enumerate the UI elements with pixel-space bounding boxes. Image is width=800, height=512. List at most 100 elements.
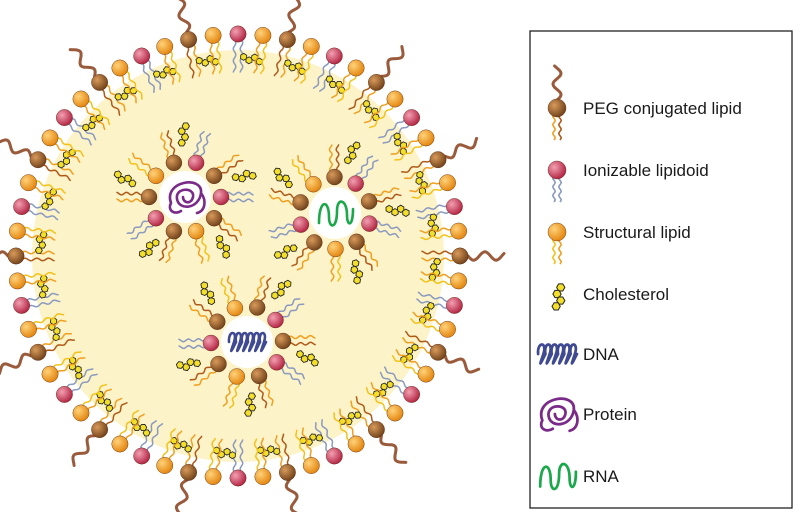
peg-chain bbox=[0, 138, 33, 158]
inner-micelle-protein bbox=[113, 122, 257, 264]
cholesterol bbox=[273, 244, 298, 259]
peg-lipid bbox=[348, 45, 405, 115]
peg-lipid bbox=[71, 397, 128, 467]
peg-lipid bbox=[0, 332, 76, 375]
cholesterol bbox=[273, 167, 293, 189]
legend-item-peg: PEG conjugated lipid bbox=[547, 64, 742, 141]
ionizable-lipid bbox=[314, 418, 343, 465]
ionizable-lipid bbox=[13, 198, 60, 221]
peg-chain bbox=[443, 354, 481, 374]
peg-lipid bbox=[0, 138, 74, 182]
cholesterol bbox=[338, 411, 362, 426]
peg-chain bbox=[0, 352, 33, 375]
cholesterol-icon bbox=[551, 283, 566, 311]
peg-lipid bbox=[348, 233, 379, 271]
peg-chain bbox=[284, 478, 299, 512]
structural-lipid bbox=[390, 129, 435, 161]
cholesterol bbox=[41, 188, 58, 210]
peg-lipid bbox=[421, 247, 506, 265]
peg-lipid bbox=[249, 275, 272, 316]
ionizable-lipid bbox=[361, 215, 402, 239]
legend-item-structural: Structural lipid bbox=[547, 222, 691, 265]
legend-label: Ionizable lipidoid bbox=[583, 161, 709, 180]
ionizable-lipid bbox=[133, 420, 164, 465]
structural-lipid bbox=[364, 90, 404, 129]
structural-lipid-icon bbox=[547, 222, 567, 265]
peg-chain bbox=[287, 0, 302, 34]
legend-label: Structural lipid bbox=[583, 223, 691, 242]
peg-chain bbox=[174, 478, 189, 512]
peg-lipid bbox=[174, 434, 203, 512]
cholesterol bbox=[551, 283, 566, 311]
ionizable-lipid bbox=[229, 25, 247, 73]
cholesterol bbox=[385, 204, 410, 217]
dna-cargo bbox=[536, 343, 579, 365]
ionizable-lipid bbox=[13, 292, 61, 314]
legend-label: Protein bbox=[583, 405, 637, 424]
peg-lipid bbox=[116, 188, 158, 206]
lipid-nanoparticle bbox=[0, 0, 506, 512]
protein-icon bbox=[539, 397, 579, 433]
cholesterol bbox=[215, 234, 231, 259]
legend-label: DNA bbox=[583, 345, 620, 364]
peg-lipid bbox=[0, 247, 55, 265]
cholesterol bbox=[113, 170, 137, 188]
peg-lipid bbox=[177, 0, 202, 79]
structural-lipid bbox=[419, 222, 467, 241]
structural-lipid bbox=[187, 222, 210, 264]
legend-item-ionizable: Ionizable lipidoid bbox=[547, 160, 709, 203]
structural-lipid bbox=[156, 38, 181, 85]
structural-lipid bbox=[41, 351, 86, 383]
ionizable-lipid bbox=[268, 216, 310, 239]
structural-lipid bbox=[331, 59, 365, 103]
peg-chain bbox=[443, 136, 479, 160]
protein-cargo bbox=[168, 181, 206, 215]
structural-lipid bbox=[8, 271, 57, 290]
ionizable-lipid bbox=[347, 155, 379, 192]
peg-chain bbox=[379, 45, 405, 78]
ionizable-lipid bbox=[378, 109, 420, 144]
structural-lipid bbox=[72, 90, 111, 130]
structural-lipid bbox=[41, 129, 85, 163]
peg-chain bbox=[379, 434, 408, 464]
legend-item-rna: RNA bbox=[538, 462, 620, 491]
peg-lipid bbox=[360, 187, 402, 210]
structural-lipid bbox=[220, 275, 244, 317]
peg-lipid bbox=[68, 48, 126, 116]
structural-lipid bbox=[253, 27, 272, 75]
cholesterol bbox=[175, 358, 202, 372]
inner-micelle-rna bbox=[268, 141, 410, 285]
structural-lipid bbox=[156, 428, 183, 474]
ionizable-lipid-icon bbox=[547, 160, 567, 203]
inner-micelle-dna bbox=[175, 275, 319, 417]
cholesterol bbox=[177, 122, 190, 147]
cholesterol bbox=[244, 392, 257, 417]
legend-item-dna: DNA bbox=[536, 343, 620, 365]
ionizable-lipid bbox=[187, 130, 212, 172]
structural-lipid bbox=[204, 437, 223, 485]
peg-lipid bbox=[250, 367, 274, 409]
peg-lipid bbox=[273, 0, 302, 78]
peg-lipid bbox=[268, 187, 309, 211]
ionizable-lipid bbox=[126, 209, 165, 240]
peg-chain bbox=[177, 0, 192, 34]
ionizable-lipid bbox=[229, 439, 247, 487]
structural-lipid bbox=[222, 368, 246, 409]
peg-lipid bbox=[350, 396, 408, 464]
structural-lipid bbox=[20, 174, 66, 201]
structural-lipid bbox=[295, 427, 320, 474]
peg-lipid bbox=[402, 330, 481, 374]
structural-lipid bbox=[253, 437, 272, 485]
peg-lipid bbox=[188, 299, 226, 330]
cholesterol bbox=[231, 169, 257, 183]
peg-lipid bbox=[158, 222, 183, 264]
ionizable-lipid bbox=[212, 188, 254, 206]
dna-cargo bbox=[227, 331, 268, 353]
cholesterol bbox=[170, 436, 192, 453]
cholesterol bbox=[295, 350, 319, 367]
inner-micelles bbox=[113, 122, 410, 417]
structural-lipid bbox=[72, 383, 112, 422]
peg-lipid bbox=[274, 433, 299, 512]
